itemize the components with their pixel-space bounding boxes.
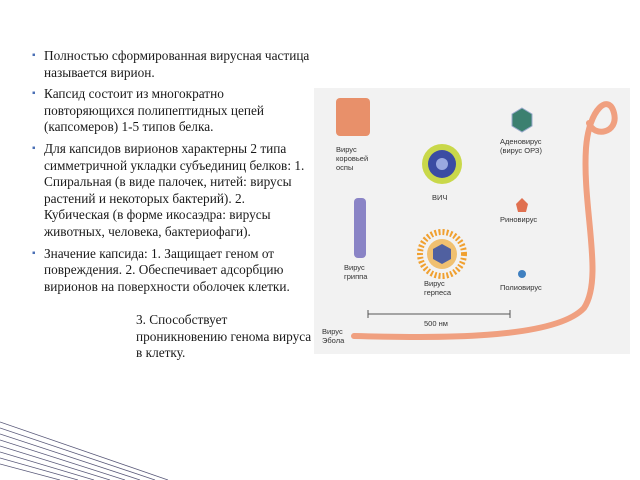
smallpox-virus xyxy=(336,98,370,136)
rhinovirus xyxy=(516,198,528,212)
bullet-text: Капсид состоит из многократно повторяющи… xyxy=(44,86,264,135)
scale-label: 500 нм xyxy=(424,319,448,328)
bullet-list: ▪ Полностью сформированная вирусная части… xyxy=(32,48,312,367)
bullet-item: ▪ Для капсидов вирионов характерны 2 типа… xyxy=(32,141,312,241)
virus-figure: Вирус коровьей оспы ВИЧ Аденовирус (виру… xyxy=(314,88,630,354)
adeno-label-2: (вирус ОРЗ) xyxy=(500,146,542,155)
bullet-item: ▪ Полностью сформированная вирусная части… xyxy=(32,48,312,81)
virus-diagram: Вирус коровьей оспы ВИЧ Аденовирус (виру… xyxy=(322,98,618,345)
flu-label-1: Вирус xyxy=(344,263,365,272)
smallpox-label-3: оспы xyxy=(336,163,353,172)
polio-virus xyxy=(518,270,526,278)
ebola-label-2: Эбола xyxy=(322,336,345,345)
adenovirus xyxy=(511,107,533,133)
decorative-stripes xyxy=(0,421,169,480)
bullet-extra-text: 3. Способствует проникновению генома вир… xyxy=(136,311,312,361)
bullet-marker: ▪ xyxy=(32,247,36,259)
herpes-label-2: герпеса xyxy=(424,288,452,297)
bullet-text: Значение капсида: 1. Защищает геном от п… xyxy=(44,245,290,294)
herpes-label-1: Вирус xyxy=(424,279,445,288)
flu-virus xyxy=(354,198,366,258)
herpes-virus xyxy=(417,229,467,279)
ebola-label-1: Вирус xyxy=(322,327,343,336)
bullet-marker: ▪ xyxy=(32,88,36,100)
bullet-text: Полностью сформированная вирусная частиц… xyxy=(44,48,310,80)
bullet-item: ▪ Значение капсида: 1. Защищает геном от … xyxy=(32,246,312,362)
hiv-label: ВИЧ xyxy=(432,193,447,202)
bullet-marker: ▪ xyxy=(32,142,36,154)
flu-label-2: гриппа xyxy=(344,272,368,281)
ebola-filament xyxy=(351,101,618,340)
bullet-item: ▪ Капсид состоит из многократно повторяющ… xyxy=(32,86,312,136)
bullet-text: Для капсидов вирионов характерны 2 типа … xyxy=(44,140,305,239)
polio-label: Полиовирус xyxy=(500,283,542,292)
bullet-marker: ▪ xyxy=(32,50,36,61)
adeno-label-1: Аденовирус xyxy=(500,137,542,146)
smallpox-label-1: Вирус xyxy=(336,145,357,154)
rhino-label: Риновирус xyxy=(500,215,537,224)
smallpox-label-2: коровьей xyxy=(336,154,368,163)
